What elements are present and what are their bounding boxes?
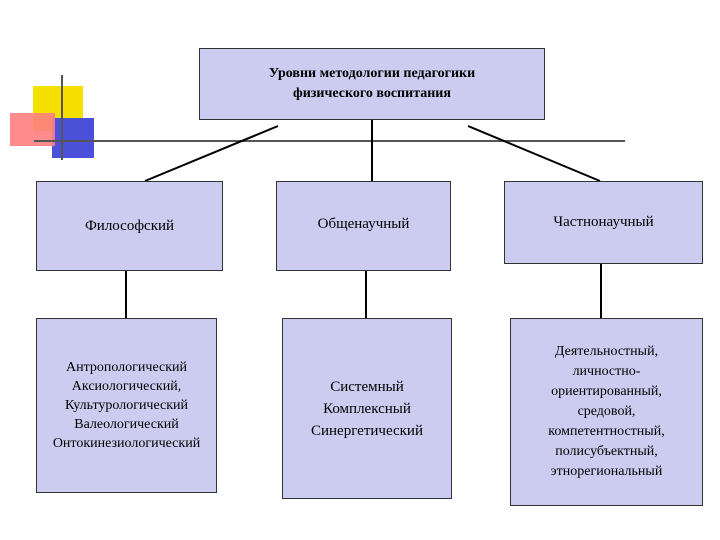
detail-item: Онтокинезиологический xyxy=(52,436,201,451)
title-line-1: Уровни методологии педагогики xyxy=(268,66,476,81)
connector-title-to-philosophical xyxy=(144,125,279,182)
detail-item: Системный xyxy=(330,378,404,395)
detail-item: Валеологический xyxy=(74,417,179,432)
detail-item: компетентностный, xyxy=(548,424,665,439)
level-label-specific-scientific: Частнонаучный xyxy=(553,214,654,230)
level-box-specific-scientific: Частнонаучный xyxy=(504,181,703,264)
decor-vertical-line xyxy=(61,75,63,160)
detail-item: ориентированный, xyxy=(551,384,662,399)
detail-box-specific-scientific: Деятельностный, личностно- ориентированн… xyxy=(510,318,703,506)
detail-box-general-scientific: Системный Комплексный Синергетический xyxy=(282,318,452,499)
detail-item: Деятельностный, xyxy=(554,344,659,359)
detail-item: личностно- xyxy=(572,364,641,379)
level-box-general-scientific: Общенаучный xyxy=(276,181,451,271)
detail-item: Культурологический xyxy=(64,398,189,413)
detail-item: средовой, xyxy=(577,404,636,419)
title-box: Уровни методологии педагогики физическог… xyxy=(199,48,545,120)
connector-title-to-specific-scientific xyxy=(467,125,601,182)
level-box-philosophical: Философский xyxy=(36,181,223,271)
detail-item: этнорегиональный xyxy=(550,464,663,479)
detail-item: Синергетический xyxy=(311,422,423,439)
level-label-philosophical: Философский xyxy=(84,217,175,234)
detail-item: полисубъектный, xyxy=(555,444,658,459)
level-label-general-scientific: Общенаучный xyxy=(317,216,410,232)
title-line-2: физического воспитания xyxy=(293,86,451,101)
decor-blue-square xyxy=(52,118,94,158)
detail-item: Аксиологический, xyxy=(71,379,182,394)
detail-box-philosophical: Антропологический Аксиологический, Культ… xyxy=(36,318,217,493)
detail-item: Комплексный xyxy=(323,400,411,417)
detail-item: Антропологический xyxy=(65,360,188,375)
